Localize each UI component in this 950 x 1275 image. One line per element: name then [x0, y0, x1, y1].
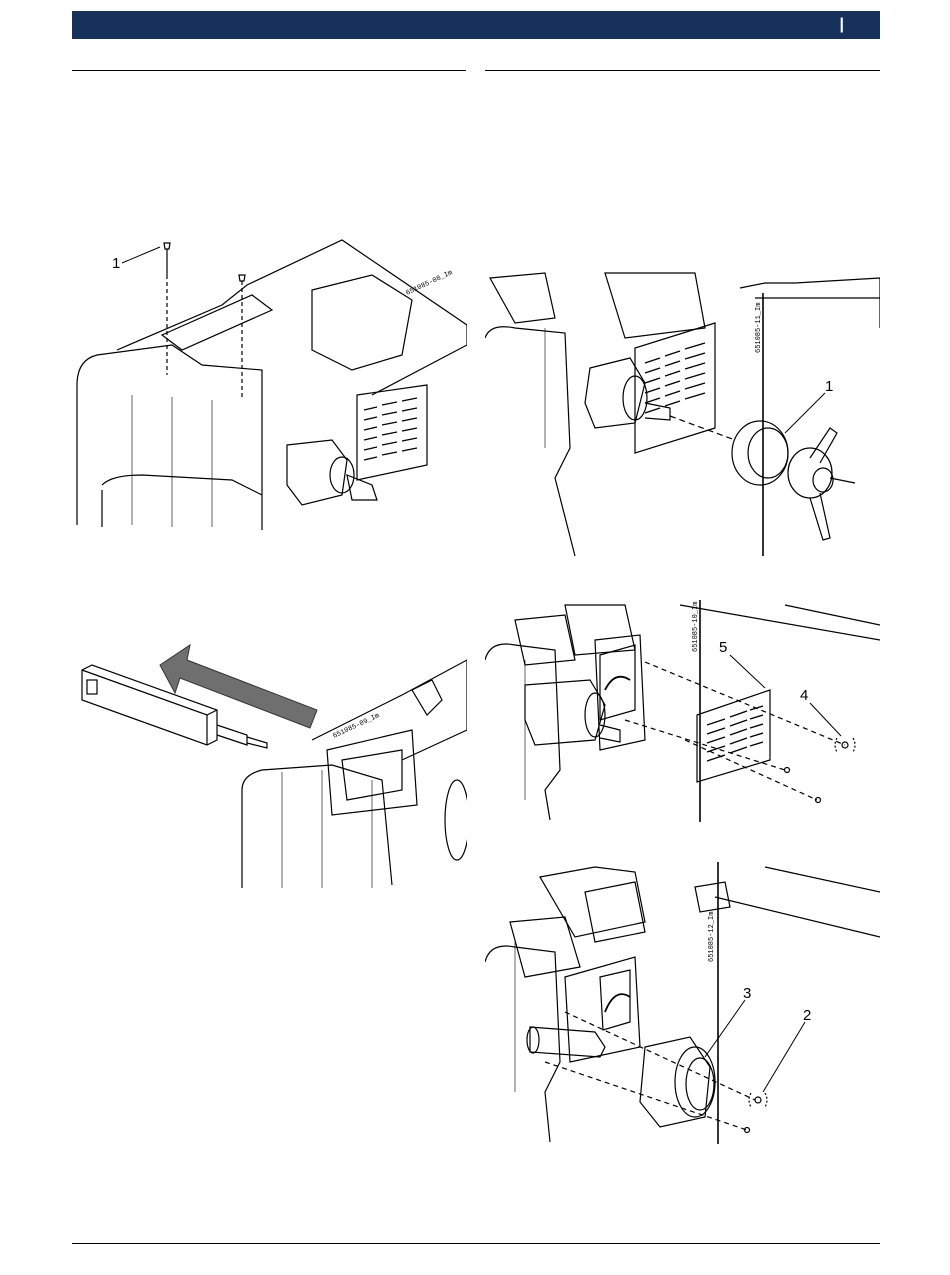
figure-4-code: 651085-10_Im [692, 602, 700, 652]
figure-3: 1 651085-11_Im [485, 268, 880, 558]
figure-3-callout-1: 1 [825, 378, 833, 395]
figure-1-code: 651085-08_Im [405, 269, 454, 298]
figure-5: 3 2 651085-12_Im [485, 862, 880, 1144]
figure-3-drawing: 1 651085-11_Im [485, 268, 880, 558]
figure-4-callout-5: 5 [719, 639, 727, 656]
left-column-rule [72, 70, 466, 71]
removal-arrow-icon [160, 645, 317, 728]
figure-5-callout-2: 2 [803, 1007, 811, 1024]
header-mark: | [840, 16, 844, 34]
header-bar: | [72, 11, 880, 39]
figure-4: 5 4 651085-10_Im [485, 600, 880, 822]
figure-4-drawing: 5 4 651085-10_Im [485, 600, 880, 822]
footer-rule [72, 1243, 880, 1244]
figure-5-code: 651085-12_Im [708, 912, 716, 962]
figure-2-drawing: 651085-09_Im [72, 640, 467, 890]
figure-2: 651085-09_Im [72, 640, 467, 890]
figure-4-callout-4: 4 [800, 687, 808, 704]
right-column-rule [485, 70, 880, 71]
figure-1-callout-1: 1 [112, 255, 120, 272]
figure-3-code: 651085-11_Im [755, 303, 763, 353]
figure-1: 1 651085-08_Im [72, 235, 467, 530]
figure-5-drawing: 3 2 651085-12_Im [485, 862, 880, 1144]
figure-5-callout-3: 3 [743, 985, 751, 1002]
figure-1-drawing: 1 651085-08_Im [72, 235, 467, 530]
